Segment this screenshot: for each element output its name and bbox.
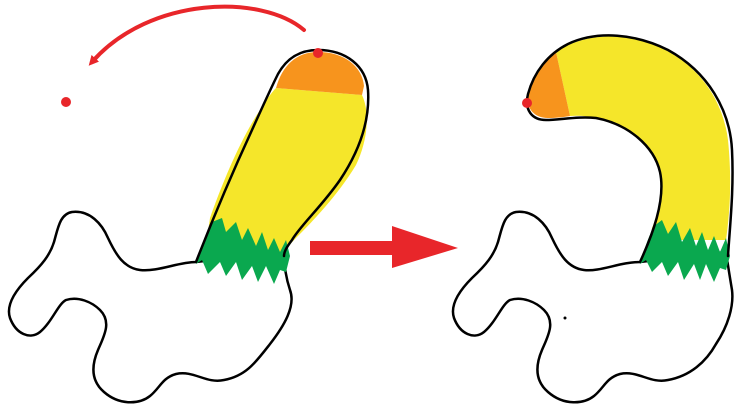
curved-arrow-icon — [92, 7, 304, 62]
small-dot — [564, 317, 567, 320]
right-arrow-icon — [310, 226, 458, 268]
shaft-right — [556, 37, 730, 240]
tip-marker-left — [313, 48, 323, 58]
tip-marker-right — [522, 98, 532, 108]
target-marker-left — [61, 97, 71, 107]
panel-after — [453, 35, 733, 402]
panel-before — [9, 7, 368, 403]
